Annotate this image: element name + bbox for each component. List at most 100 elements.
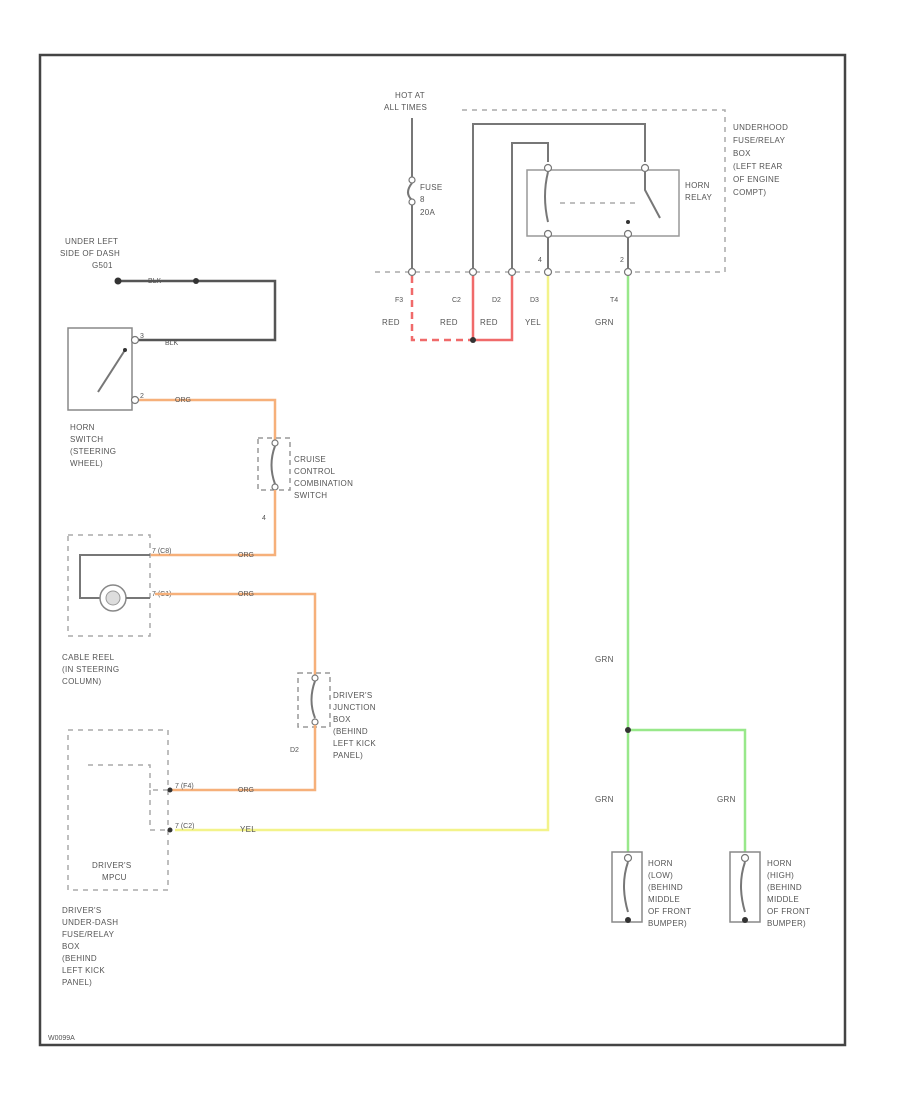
cable-reel-label: CABLE REEL (IN STEERING COLUMN) [62, 653, 119, 686]
bus-wire-relay-coil [472, 123, 646, 270]
svg-text:8: 8 [420, 195, 425, 204]
svg-text:OF ENGINE: OF ENGINE [733, 175, 780, 184]
black-wire [118, 279, 277, 342]
red-wire-3 [473, 276, 514, 342]
ground-label: UNDER LEFT SIDE OF DASH G501 [60, 237, 120, 270]
svg-text:MIDDLE: MIDDLE [767, 895, 799, 904]
svg-text:PANEL): PANEL) [333, 751, 363, 760]
svg-text:(BEHIND: (BEHIND [767, 883, 802, 892]
svg-text:PANEL): PANEL) [62, 978, 92, 987]
wire-label-yel-bottom: YEL [240, 825, 256, 834]
yellow-wire [175, 276, 550, 832]
pin-horn-switch-3: 3 [140, 333, 144, 340]
svg-text:(LOW): (LOW) [648, 871, 673, 880]
svg-text:DRIVER'S: DRIVER'S [92, 861, 132, 870]
wire-label-org-2: ORG [238, 552, 254, 559]
svg-text:UNDERHOOD: UNDERHOOD [733, 123, 788, 132]
pin-cruise-4: 4 [262, 515, 266, 522]
svg-text:BOX: BOX [62, 942, 80, 951]
pin-f3: F3 [395, 297, 403, 304]
svg-text:LEFT KICK: LEFT KICK [333, 739, 376, 748]
red-wire-1 [410, 276, 473, 342]
svg-text:OF FRONT: OF FRONT [648, 907, 691, 916]
svg-text:HORN: HORN [648, 859, 673, 868]
cruise-control-label: CRUISE CONTROL COMBINATION SWITCH [294, 455, 353, 500]
svg-text:HORN: HORN [767, 859, 792, 868]
svg-text:COMPT): COMPT) [733, 188, 766, 197]
svg-text:SIDE OF DASH: SIDE OF DASH [60, 249, 120, 258]
horn-relay-label: HORN RELAY [685, 181, 713, 202]
wire-label-blk-2: BLK [165, 340, 179, 347]
svg-text:HOT AT: HOT AT [395, 91, 425, 100]
orange-wire-4 [172, 725, 317, 792]
orange-wire-3 [155, 592, 317, 675]
horn-high-label: HORN (HIGH) (BEHIND MIDDLE OF FRONT BUMP… [767, 859, 810, 928]
ground-g501-dot [114, 277, 122, 285]
fuse-label: FUSE 8 20A [420, 183, 443, 217]
horn-low [611, 851, 643, 923]
horn-switch-label: HORN SWITCH (STEERING WHEEL) [70, 423, 116, 468]
orange-wire-1 [139, 398, 277, 440]
svg-text:ALL TIMES: ALL TIMES [384, 103, 427, 112]
pin-relay-4: 4 [538, 257, 542, 264]
red-splice-dot [470, 337, 476, 343]
svg-text:CONTROL: CONTROL [294, 467, 335, 476]
horn-low-label: HORN (LOW) (BEHIND MIDDLE OF FRONT BUMPE… [648, 859, 691, 928]
svg-text:BOX: BOX [733, 149, 751, 158]
wire-label-blk-1: BLK [148, 278, 162, 285]
svg-text:DRIVER'S: DRIVER'S [62, 906, 102, 915]
svg-text:UNDER LEFT: UNDER LEFT [65, 237, 118, 246]
wire-label-grn-mid: GRN [595, 655, 614, 664]
wire-label-red-2: RED [440, 318, 458, 327]
wire-label-red-1: RED [382, 318, 400, 327]
svg-text:FUSE: FUSE [420, 183, 443, 192]
pin-t4: T4 [610, 297, 618, 304]
svg-text:BUMPER): BUMPER) [648, 919, 687, 928]
svg-text:(IN STEERING: (IN STEERING [62, 665, 119, 674]
svg-text:MPCU: MPCU [102, 873, 127, 882]
wire-label-org-4: ORG [238, 787, 254, 794]
svg-text:HORN: HORN [70, 423, 95, 432]
pin-c2: C2 [452, 297, 461, 304]
svg-text:CABLE REEL: CABLE REEL [62, 653, 115, 662]
wire-label-yel-top: YEL [525, 318, 541, 327]
pin-junction-d2: D2 [290, 747, 299, 754]
svg-text:RELAY: RELAY [685, 193, 713, 202]
svg-text:FUSE/RELAY: FUSE/RELAY [733, 136, 786, 145]
svg-text:BOX: BOX [333, 715, 351, 724]
underhood-box-label: UNDERHOOD FUSE/RELAY BOX (LEFT REAR OF E… [733, 123, 788, 197]
pin-d2: D2 [492, 297, 501, 304]
svg-text:COLUMN): COLUMN) [62, 677, 101, 686]
horn-switch [67, 327, 140, 411]
orange-wire-2 [150, 490, 277, 557]
horn-relay [526, 163, 680, 239]
wire-label-grn-low-1: GRN [595, 795, 614, 804]
svg-text:LEFT KICK: LEFT KICK [62, 966, 105, 975]
svg-text:(HIGH): (HIGH) [767, 871, 794, 880]
drivers-junction-label: DRIVER'S JUNCTION BOX (BEHIND LEFT KICK … [333, 691, 376, 760]
wire-label-org-3: ORG [238, 591, 254, 598]
svg-text:(BEHIND: (BEHIND [62, 954, 97, 963]
pin-relay-2: 2 [620, 257, 624, 264]
green-wire-branch [628, 728, 747, 858]
wire-label-org-1: ORG [175, 397, 191, 404]
diagram-frame [38, 53, 847, 1047]
box-connector-pins [407, 267, 633, 277]
svg-text:JUNCTION: JUNCTION [333, 703, 376, 712]
hot-at-all-times-label: HOT AT ALL TIMES [384, 91, 427, 112]
green-splice-dot [625, 727, 631, 733]
svg-text:MIDDLE: MIDDLE [648, 895, 680, 904]
svg-text:(STEERING: (STEERING [70, 447, 116, 456]
fuse-8 [407, 176, 416, 206]
svg-text:DRIVER'S: DRIVER'S [333, 691, 373, 700]
svg-text:BUMPER): BUMPER) [767, 919, 806, 928]
svg-text:COMBINATION: COMBINATION [294, 479, 353, 488]
svg-text:(BEHIND: (BEHIND [333, 727, 368, 736]
diagram-id: W0099A [48, 1035, 75, 1042]
bus-wire-relay-switch [511, 142, 549, 270]
wire-label-red-3: RED [480, 318, 498, 327]
pin-mpcu-2: 7 (C2) [175, 823, 194, 830]
drivers-junction-box [297, 672, 331, 728]
horn-high [729, 851, 761, 923]
